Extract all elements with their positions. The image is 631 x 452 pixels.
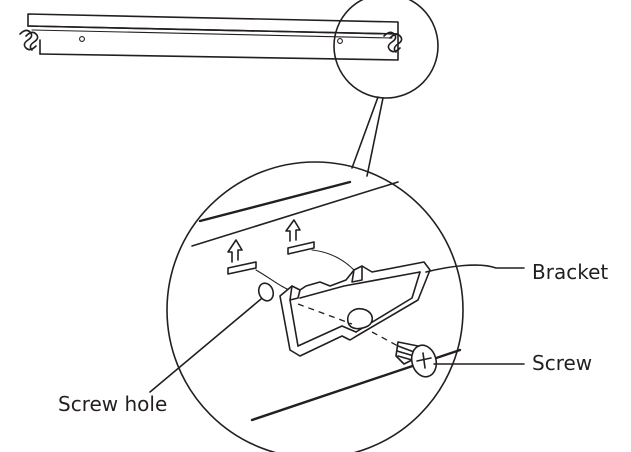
screw-axis [297, 303, 353, 325]
large-detail-circle [166, 161, 464, 452]
screw-hole-label: Screw hole [58, 392, 167, 416]
rail-hole-left [79, 36, 85, 42]
slot-left [227, 239, 257, 275]
rail-hole-right [337, 38, 343, 44]
bracket-leader [425, 264, 525, 273]
small-detail-circle [333, 0, 439, 99]
rail-overview [19, 13, 403, 61]
slot-right [285, 219, 315, 255]
screw-hole-leader [149, 298, 262, 393]
bracket-label: Bracket [532, 260, 608, 284]
screw [395, 341, 438, 378]
bracket [279, 261, 431, 357]
guide-line-right [311, 249, 355, 271]
screw-hole [257, 282, 275, 302]
screw-label: Screw [532, 351, 592, 375]
detail-callout [166, 0, 464, 452]
